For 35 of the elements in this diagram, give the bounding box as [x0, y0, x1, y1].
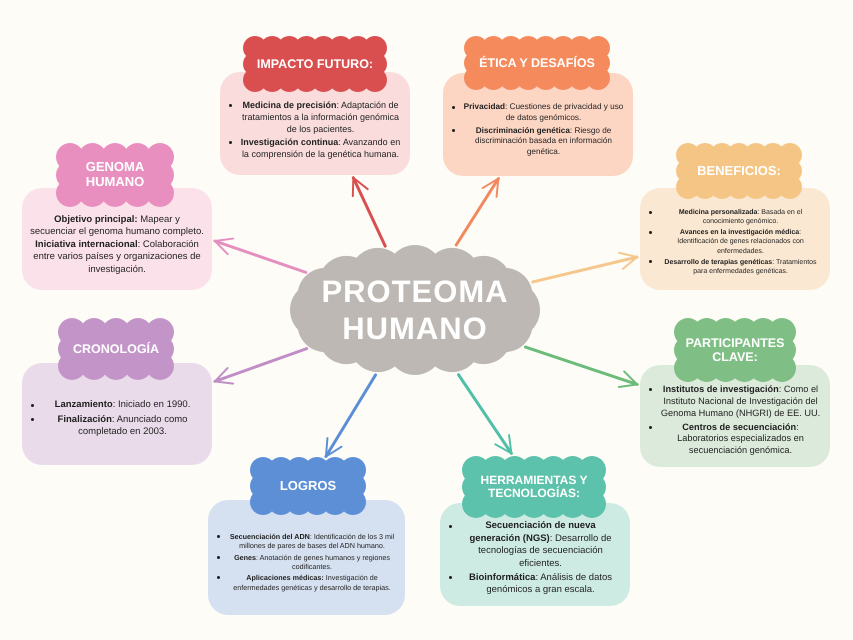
- bullet-text: Institutos de investigación: Como el Instituto Nacional de Investigación del Genoma Humano (NHGRI) de EE. UU.: [660, 384, 822, 420]
- arrow: [324, 373, 378, 458]
- bullet-text: Centros de secuenciación: Laboratorios especializados en secuenciación genómica.: [676, 422, 805, 458]
- arrow: [524, 346, 639, 388]
- arrow: [457, 373, 513, 455]
- heading-text: HERRAMIENTAS Y TECNOLOGÍAS:: [480, 474, 588, 500]
- bullet-text: Privacidad: Cuestiones de privacidad y uso de datos genómicos.: [462, 102, 624, 124]
- heading-text: BENEFICIOS:: [696, 164, 782, 178]
- heading-text: CRONOLOGÍA: [72, 342, 160, 356]
- central-title: PROTEOMA HUMANO: [320, 272, 510, 348]
- arrow: [454, 177, 500, 246]
- bullet-text: Discriminación genética: Riesgo de discriminación basada en información genética.: [474, 126, 613, 158]
- bullet-text: Finalización: Anunciado como completado en 2003.: [56, 414, 188, 439]
- bullet-text: Secuenciación de nueva generación (NGS): Desarrollo de tecnologías de secuenciación eficientes.: [468, 520, 613, 570]
- topic-card: [22, 188, 212, 290]
- bullet-text: Investigación continua: Avanzando en la comprensión de la genética humana.: [240, 137, 402, 161]
- arrow: [531, 252, 639, 284]
- topic-card: [440, 503, 630, 606]
- heading-text: LOGROS: [278, 478, 338, 494]
- bullet-text: Medicina de precisión: Adaptación de tratamientos a la información genómica de los pacientes.: [240, 100, 400, 136]
- bullet-text: Lanzamiento: Iniciado en 1990.: [54, 399, 192, 412]
- arrow: [352, 176, 387, 248]
- heading-text: PARTICIPANTES CLAVE:: [684, 336, 786, 364]
- bullet-text: Bioinformática: Análisis de datos genómicos a gran escala.: [468, 572, 614, 597]
- topic-card: [22, 363, 212, 465]
- arrow: [213, 347, 308, 385]
- heading-text: ÉTICA Y DESAFÍOS: [478, 56, 596, 70]
- arrow: [213, 238, 308, 274]
- heading-text: GENOMA HUMANO: [84, 160, 146, 190]
- heading-text: IMPACTO FUTURO:: [256, 57, 374, 71]
- topic-card: [208, 500, 405, 615]
- topic-card: [640, 365, 830, 467]
- topic-card: [640, 188, 830, 290]
- paragraph-text: Objetivo principal: Mapear y secuenciar el genoma humano completo.: [30, 214, 204, 239]
- paragraph-text: Iniciativa internacional: Colaboración entre varios países y organizaciones de investigación.: [32, 238, 202, 276]
